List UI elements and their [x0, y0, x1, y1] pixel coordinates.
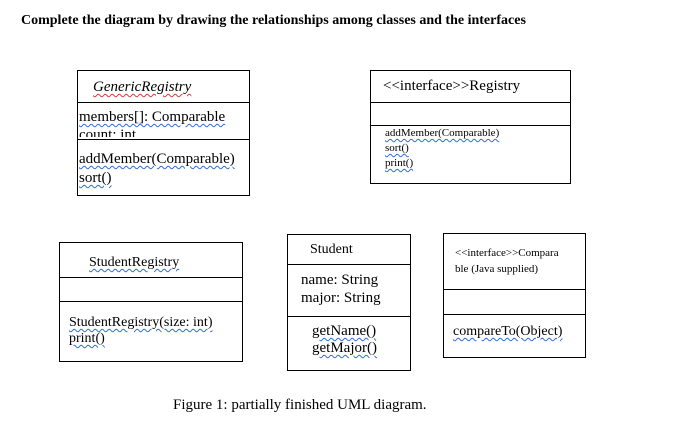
interface-name-line1: <<interface>>Compara — [455, 247, 559, 259]
divider — [288, 316, 410, 317]
interface-box-registry: <<interface>>Registry addMember(Comparab… — [370, 70, 571, 184]
divider — [371, 125, 570, 126]
interface-name-line2: ble (Java supplied) — [455, 263, 539, 275]
divider — [78, 139, 249, 140]
divider — [288, 264, 410, 265]
method: print() — [69, 331, 105, 346]
attribute: members[]: Comparable — [79, 109, 226, 125]
class-box-student-registry: StudentRegistry StudentRegistry(size: in… — [59, 242, 243, 362]
attribute: name: String — [301, 272, 379, 288]
class-name: GenericRegistry — [93, 79, 192, 95]
class-name: StudentRegistry — [89, 255, 180, 270]
divider — [60, 301, 242, 302]
class-box-student: Student name: String major: String getNa… — [287, 234, 411, 371]
divider — [78, 102, 249, 103]
instruction-heading: Complete the diagram by drawing the rela… — [21, 13, 526, 28]
divider — [444, 289, 585, 290]
interface-box-comparable: <<interface>>Compara ble (Java supplied)… — [443, 233, 586, 358]
method: compareTo(Object) — [453, 324, 563, 339]
method: StudentRegistry(size: int) — [69, 315, 213, 330]
attribute: major: String — [301, 290, 381, 306]
attribute: count: int — [79, 128, 137, 137]
method: print() — [385, 157, 414, 169]
divider — [371, 102, 570, 103]
method: getName() — [312, 323, 377, 339]
divider — [60, 277, 242, 278]
interface-name: <<interface>>Registry — [383, 78, 521, 94]
method: sort() — [385, 142, 409, 154]
method: sort() — [79, 170, 112, 186]
figure-caption: Figure 1: partially finished UML diagram… — [173, 397, 427, 413]
class-box-generic-registry: GenericRegistry members[]: Comparable co… — [77, 70, 250, 196]
method: addMember(Comparable) — [79, 151, 235, 167]
method: addMember(Comparable) — [385, 127, 500, 139]
method: getMajor() — [312, 340, 377, 356]
divider — [444, 314, 585, 315]
class-name: Student — [310, 242, 353, 257]
